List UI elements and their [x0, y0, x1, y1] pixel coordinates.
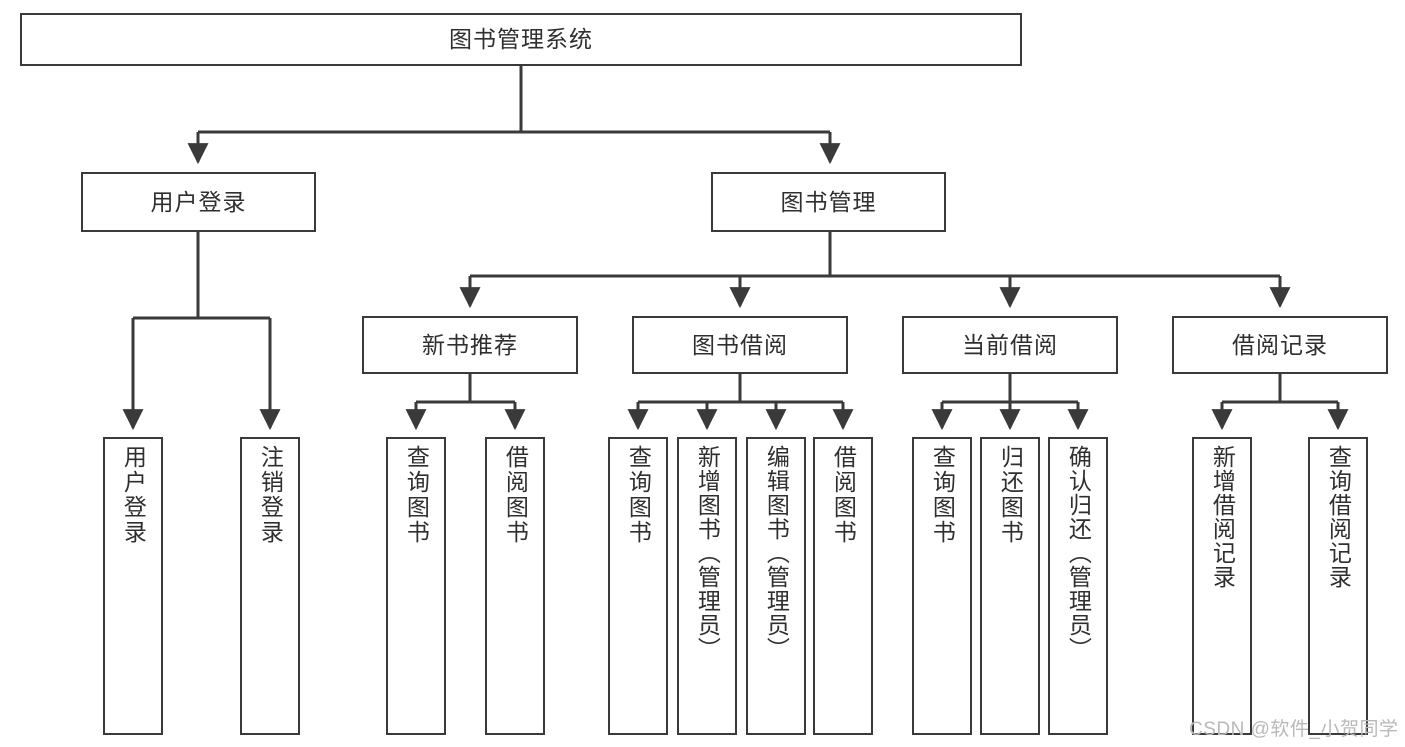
node-current-borrow-label: 当前借阅: [962, 331, 1058, 358]
node-book-management-label: 图书管理: [780, 188, 877, 215]
leaf-borrow-edit-book-admin-label: 编辑图书（管理员）: [763, 445, 790, 661]
node-new-book-recommend-label: 新书推荐: [422, 331, 518, 358]
leaf-recommend-borrow-book[interactable]: 借阅图书: [485, 437, 545, 735]
leaf-current-return-book-label: 归还图书: [997, 445, 1024, 545]
node-book-management[interactable]: 图书管理: [711, 172, 946, 232]
node-user-login-label: 用户登录: [150, 188, 247, 215]
node-borrow-record[interactable]: 借阅记录: [1172, 316, 1388, 374]
leaf-current-confirm-return-admin-label: 确认归还（管理员）: [1065, 445, 1092, 661]
leaf-recommend-borrow-book-label: 借阅图书: [502, 445, 529, 545]
leaf-current-return-book[interactable]: 归还图书: [980, 437, 1040, 735]
node-borrow-record-label: 借阅记录: [1232, 331, 1328, 358]
leaf-record-add-record[interactable]: 新增借阅记录: [1192, 437, 1252, 735]
node-book-borrow[interactable]: 图书借阅: [632, 316, 848, 374]
leaf-borrow-borrow-book[interactable]: 借阅图书: [813, 437, 873, 735]
leaf-recommend-query-book[interactable]: 查询图书: [386, 437, 446, 735]
leaf-recommend-query-book-label: 查询图书: [403, 445, 430, 545]
leaf-current-query-book-label: 查询图书: [929, 445, 956, 545]
node-root-label: 图书管理系统: [449, 26, 593, 52]
leaf-borrow-edit-book-admin[interactable]: 编辑图书（管理员）: [746, 437, 806, 735]
node-book-borrow-label: 图书借阅: [692, 331, 788, 358]
leaf-record-query-record[interactable]: 查询借阅记录: [1308, 437, 1368, 735]
leaf-user-login-logout-label: 注销登录: [257, 445, 284, 545]
leaf-borrow-add-book-admin-label: 新增图书（管理员）: [694, 445, 721, 661]
leaf-current-query-book[interactable]: 查询图书: [912, 437, 972, 735]
node-current-borrow[interactable]: 当前借阅: [902, 316, 1118, 374]
leaf-user-login-login[interactable]: 用户登录: [103, 437, 163, 735]
leaf-borrow-query-book[interactable]: 查询图书: [608, 437, 668, 735]
leaf-borrow-query-book-label: 查询图书: [625, 445, 652, 545]
leaf-borrow-add-book-admin[interactable]: 新增图书（管理员）: [677, 437, 737, 735]
leaf-user-login-login-label: 用户登录: [120, 445, 147, 545]
node-root[interactable]: 图书管理系统: [20, 13, 1022, 66]
leaf-current-confirm-return-admin[interactable]: 确认归还（管理员）: [1048, 437, 1108, 735]
leaf-borrow-borrow-book-label: 借阅图书: [830, 445, 857, 545]
leaf-record-query-record-label: 查询借阅记录: [1325, 445, 1352, 589]
node-new-book-recommend[interactable]: 新书推荐: [362, 316, 578, 374]
node-user-login[interactable]: 用户登录: [81, 172, 316, 232]
csdn-watermark: CSDN @软件_小贺同学: [1189, 719, 1399, 740]
leaf-record-add-record-label: 新增借阅记录: [1209, 445, 1236, 589]
leaf-user-login-logout[interactable]: 注销登录: [240, 437, 300, 735]
